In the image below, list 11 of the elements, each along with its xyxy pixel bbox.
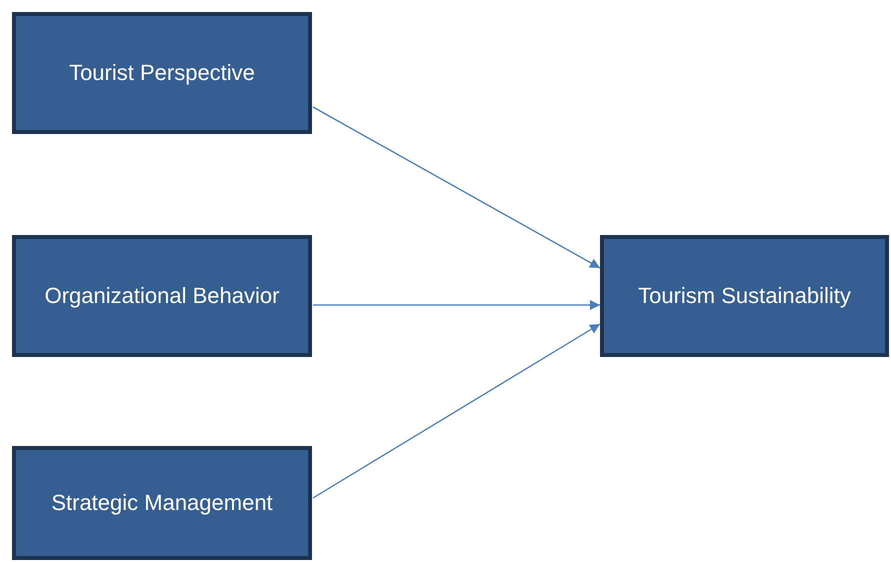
arrow <box>312 323 600 499</box>
process-box <box>12 446 312 560</box>
arrow <box>312 106 600 269</box>
box-label: Strategic Management <box>51 488 273 517</box>
box-label: Organizational Behavior <box>44 282 280 310</box>
process-box <box>600 235 889 357</box>
process-box <box>12 235 312 357</box>
box-label: Tourism Sustainability <box>638 282 851 310</box>
arrow <box>313 300 600 310</box>
process-box <box>12 12 312 134</box>
box-label: Tourist Perspective <box>69 58 255 87</box>
